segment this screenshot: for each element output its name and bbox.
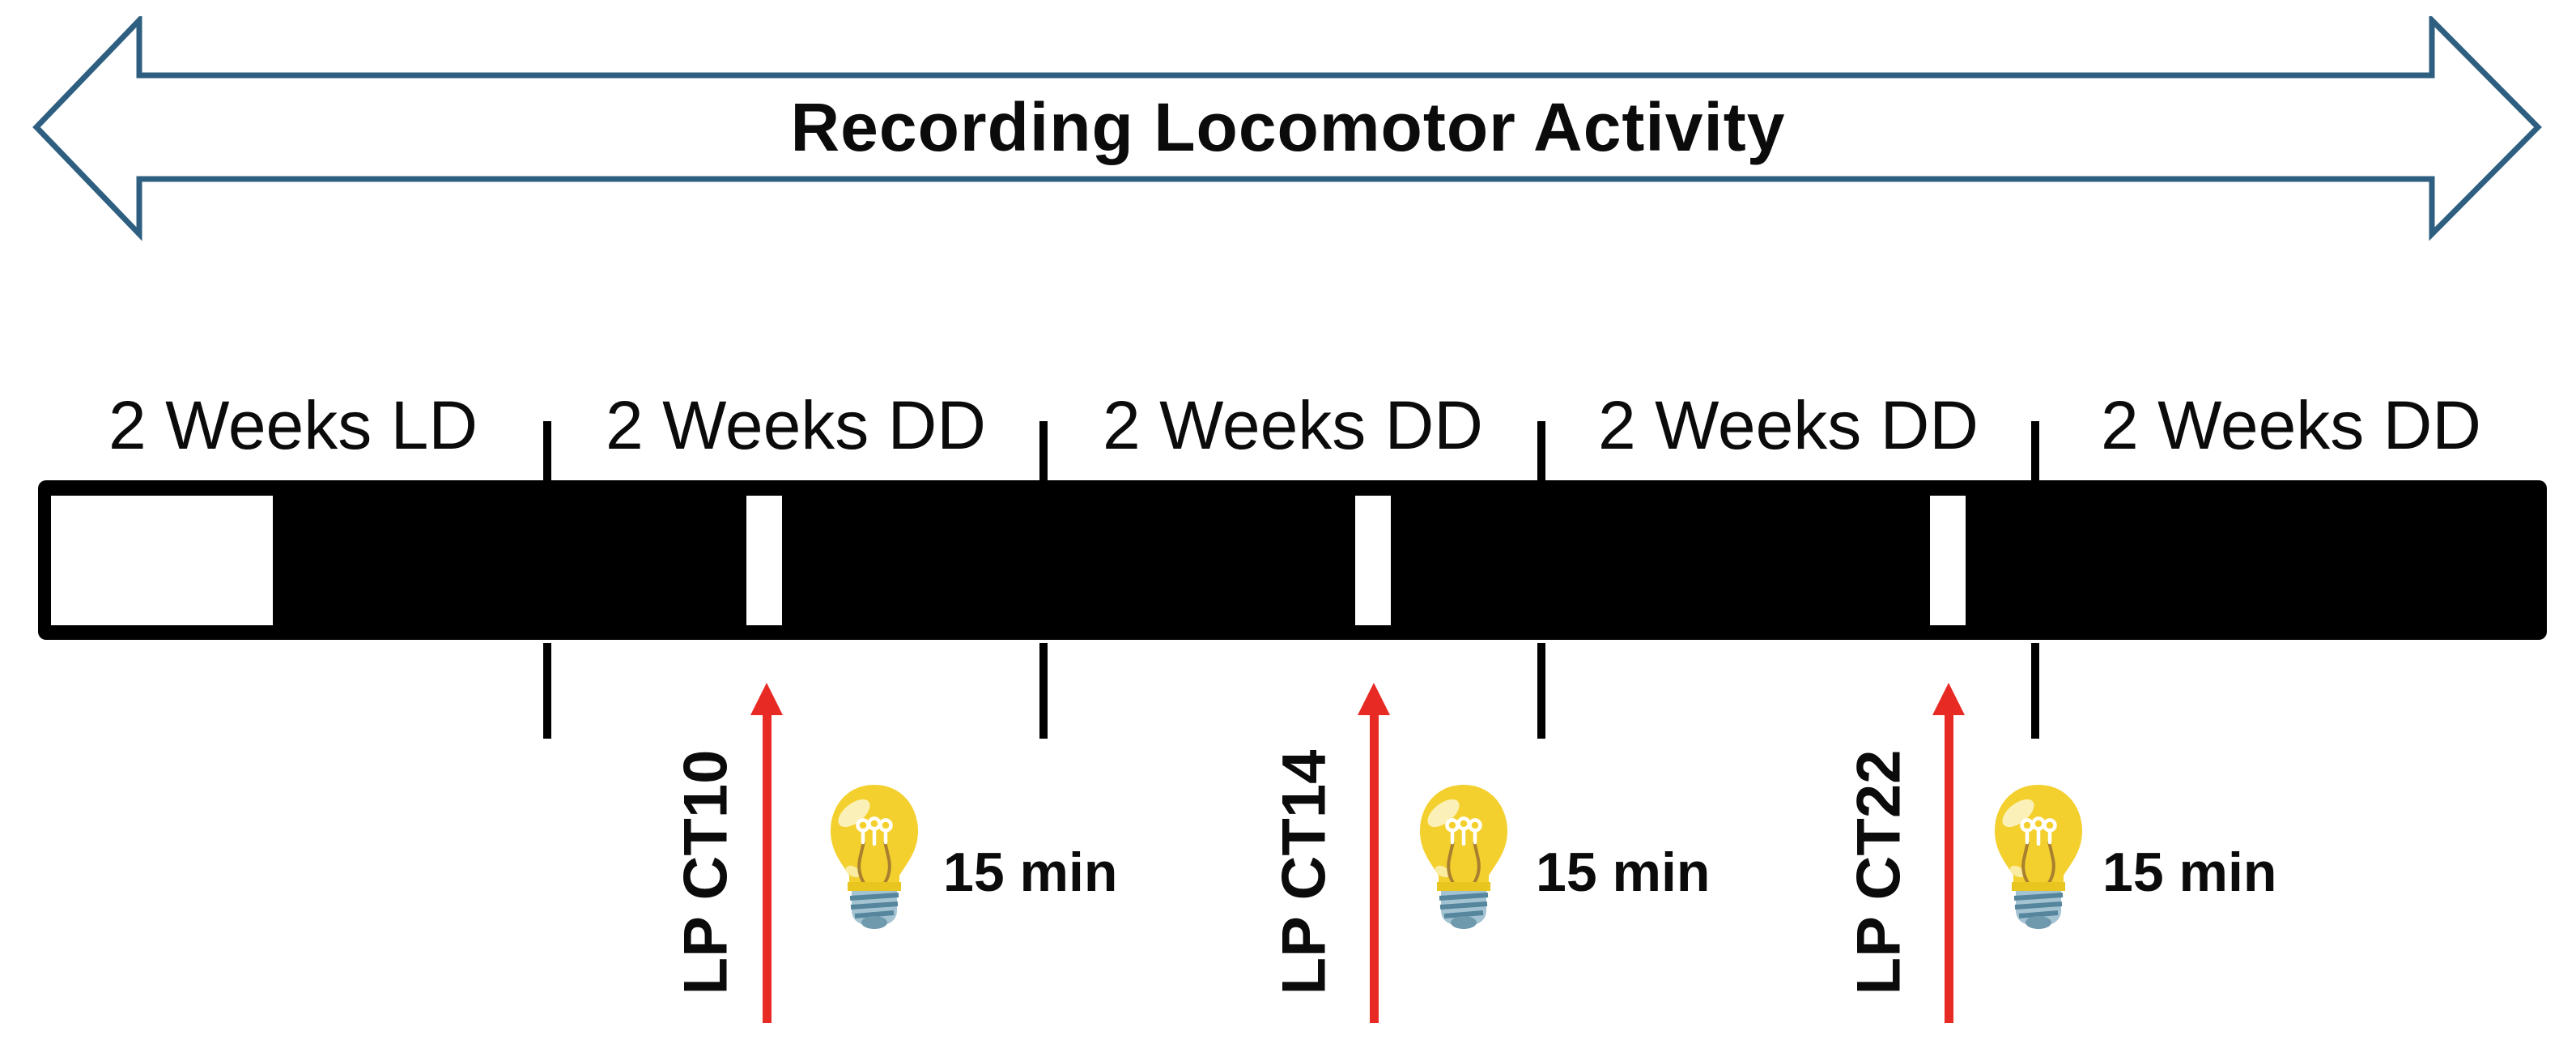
- pulse-up-arrow-ct10: [750, 683, 783, 1023]
- segment-tick-upper: [1039, 421, 1048, 486]
- segment-label-ld: 2 Weeks LD: [108, 387, 478, 463]
- pulse-duration-ct22: 15 min: [2102, 842, 2277, 903]
- arrow-head: [1358, 683, 1390, 715]
- arrow-shaft: [1944, 715, 1953, 1023]
- timeline-bar: [38, 480, 2547, 640]
- light-bulb-icon: [1995, 785, 2082, 929]
- pulse-label-ct14: LP CT14: [1269, 749, 1339, 995]
- arrow-head: [750, 683, 783, 715]
- segment-tick-lower: [543, 643, 551, 739]
- segment-tick-lower: [2031, 643, 2039, 739]
- light-pulse-slot-ct22: [1930, 496, 1966, 625]
- pulse-label-ct22: LP CT22: [1844, 749, 1914, 995]
- arrow-shaft: [1369, 715, 1379, 1023]
- pulse-label-ct10: LP CT10: [671, 749, 741, 995]
- pulse-up-arrow-ct22: [1932, 683, 1965, 1023]
- page-title: Recording Locomotor Activity: [790, 89, 1786, 165]
- pulse-duration-ct10: 15 min: [943, 842, 1118, 903]
- double-arrow-shape: [32, 16, 2542, 241]
- light-pulse-slot-ct10: [746, 496, 782, 625]
- arrow-head: [1932, 683, 1965, 715]
- segment-label-dd2: 2 Weeks DD: [1103, 387, 1483, 463]
- arrow-shaft: [762, 715, 772, 1023]
- light-bulb-icon: [1420, 785, 1507, 929]
- recording-span-arrow: [32, 16, 2542, 241]
- light-bulb-icon: [831, 785, 918, 929]
- segment-label-dd1: 2 Weeks DD: [606, 387, 986, 463]
- segment-tick-lower: [1039, 643, 1048, 739]
- ld-light-block: [51, 496, 273, 625]
- segment-tick-lower: [1537, 643, 1545, 739]
- pulse-duration-ct14: 15 min: [1536, 842, 1711, 903]
- segment-tick-upper: [2031, 421, 2039, 486]
- segment-label-dd4: 2 Weeks DD: [2101, 387, 2481, 463]
- segment-tick-upper: [1537, 421, 1545, 486]
- pulse-up-arrow-ct14: [1358, 683, 1390, 1023]
- light-pulse-slot-ct14: [1355, 496, 1391, 625]
- segment-tick-upper: [543, 421, 551, 486]
- segment-label-dd3: 2 Weeks DD: [1598, 387, 1979, 463]
